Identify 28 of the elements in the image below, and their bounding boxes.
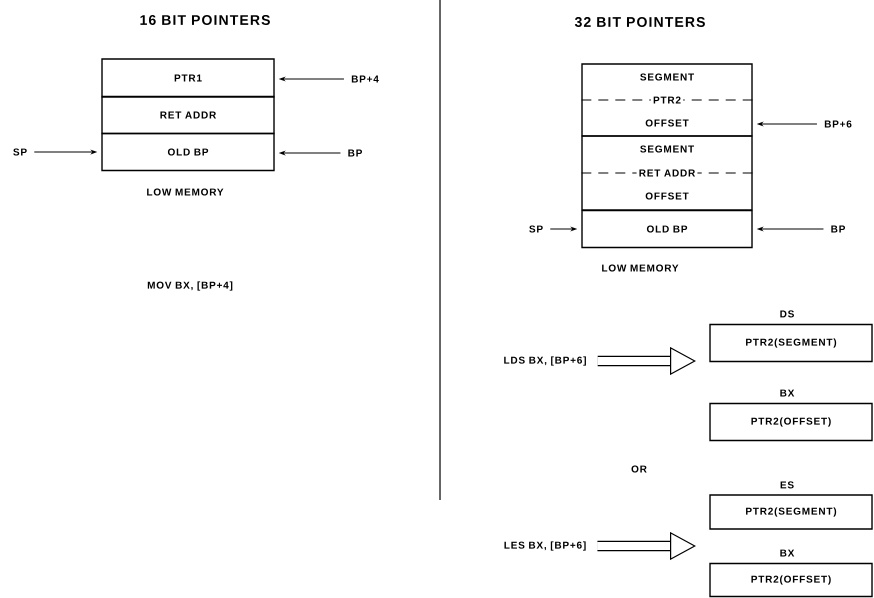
heading: 16 BIT POINTERS [140,15,270,25]
pointer-label: BP+4 [352,76,379,82]
node-label: BX [780,550,794,556]
node-label: DS [780,310,794,318]
memory-cell: PTR1 [101,58,275,98]
pointer-label: SP [13,148,27,156]
register-box: ES PTR2(SEGMENT) [709,481,873,530]
heading: 32 BIT POINTERS [574,17,705,27]
register-box: BX PTR2(OFFSET) [709,550,873,598]
pointer-label: BP [348,150,362,156]
caption-text: MOV BX, [BP+4] [148,281,232,291]
caption-text: LOW MEMORY [147,188,224,196]
memory-cell: SEGMENT PTR2 OFFSET [580,63,754,137]
node-label: ES [780,481,794,488]
pointer-label: SP [529,225,543,233]
pointer-label: LES BX, [BP+6] [504,541,586,551]
pointer-label: BP+6 [824,120,852,128]
register-box: DS PTR2(SEGMENT) [709,310,873,362]
register-box: BX PTR2(OFFSET) [709,390,873,442]
memory-cell: OLD BP [101,132,275,172]
pointer-label: LDS BX, [BP+6] [504,356,586,366]
pointer-label: BP [831,226,845,232]
caption-text: LOW MEMORY [602,264,678,272]
memory-cell: OLD BP [581,210,753,248]
memory-cell: SEGMENT RET ADDR OFFSET [580,135,754,211]
caption-text: OR [632,465,647,473]
node-label: BX [780,390,794,396]
memory-cell: RET ADDR [101,96,275,134]
